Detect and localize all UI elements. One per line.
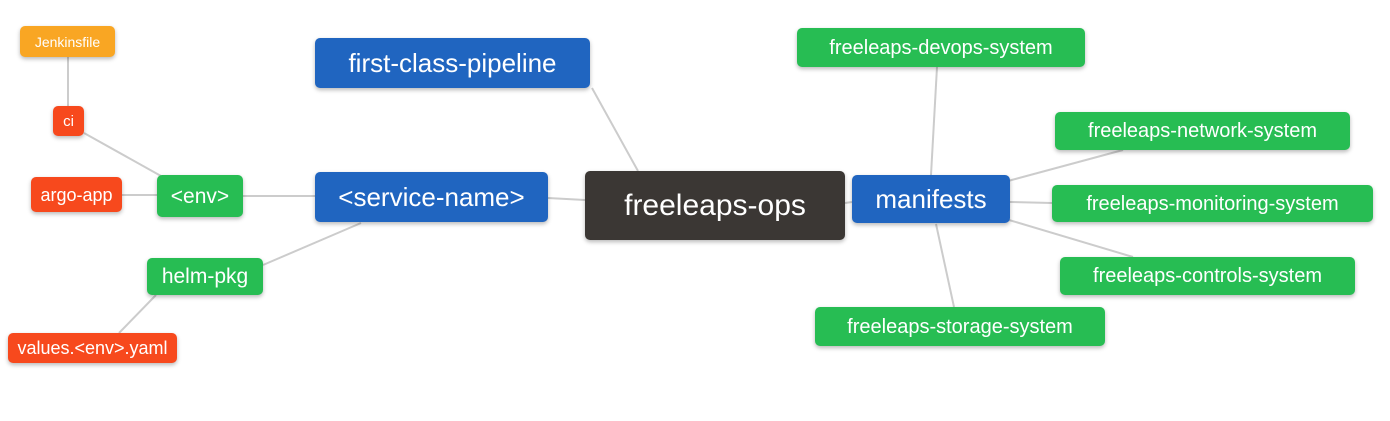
node-argo-app[interactable]: argo-app <box>31 177 122 212</box>
edge-freeleaps-ops-service-name <box>547 197 586 201</box>
edge-freeleaps-ops-manifests <box>844 201 853 204</box>
edge-ci-env <box>83 132 162 177</box>
node-freeleaps-monitoring-system[interactable]: freeleaps-monitoring-system <box>1052 185 1373 222</box>
node-first-class-pipeline[interactable]: first-class-pipeline <box>315 38 590 88</box>
node-freeleaps-storage-system[interactable]: freeleaps-storage-system <box>815 307 1105 346</box>
node-manifests[interactable]: manifests <box>852 175 1010 223</box>
node-helm-pkg[interactable]: helm-pkg <box>147 258 263 295</box>
edge-manifests-freeleaps-controls-system <box>1008 219 1134 258</box>
edge-manifests-freeleaps-storage-system <box>935 223 955 308</box>
node-values-env-yaml[interactable]: values.<env>.yaml <box>8 333 177 363</box>
node-env[interactable]: <env> <box>157 175 243 217</box>
node-freeleaps-controls-system[interactable]: freeleaps-controls-system <box>1060 257 1355 295</box>
node-ci[interactable]: ci <box>53 106 84 136</box>
edge-freeleaps-ops-first-class-pipeline <box>591 87 639 172</box>
edge-manifests-freeleaps-devops-system <box>930 66 938 176</box>
node-jenkinsfile[interactable]: Jenkinsfile <box>20 26 115 57</box>
node-freeleaps-network-system[interactable]: freeleaps-network-system <box>1055 112 1350 150</box>
edge-helm-pkg-values-env-yaml <box>118 294 157 334</box>
edge-service-name-helm-pkg <box>262 222 362 266</box>
node-service-name[interactable]: <service-name> <box>315 172 548 222</box>
node-freeleaps-devops-system[interactable]: freeleaps-devops-system <box>797 28 1085 67</box>
edge-manifests-freeleaps-network-system <box>1007 149 1124 182</box>
node-freeleaps-ops[interactable]: freeleaps-ops <box>585 171 845 240</box>
edge-manifests-freeleaps-monitoring-system <box>1009 201 1053 204</box>
